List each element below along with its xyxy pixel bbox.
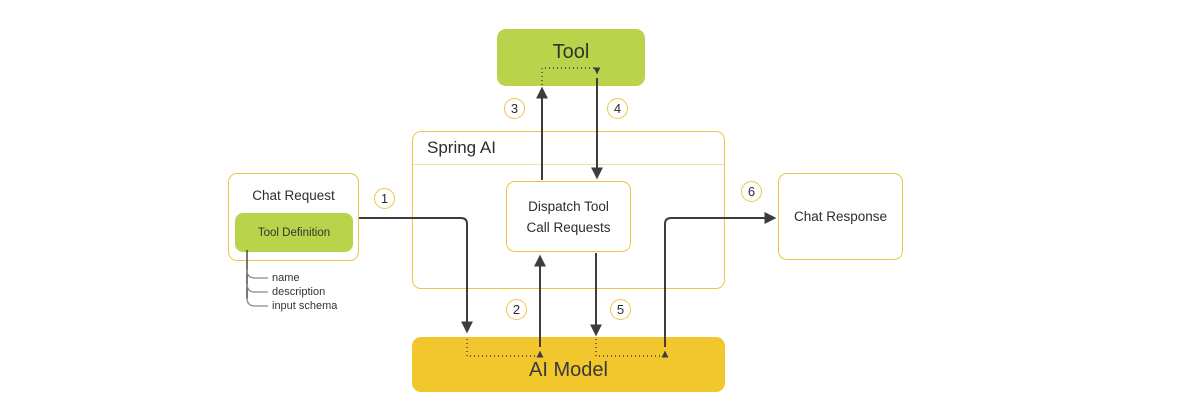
annotation-branch-input-schema	[246, 297, 268, 307]
step-2-number: 2	[512, 302, 521, 317]
field-label-description: description	[272, 286, 326, 298]
dispatch-label-line1: Dispatch Tool	[528, 198, 609, 214]
step-badge-2: 2	[506, 299, 527, 320]
step-1-number: 1	[380, 191, 389, 206]
field-label-input-schema: input schema	[272, 300, 338, 312]
field-label-name: name	[272, 272, 300, 284]
step-badge-1: 1	[374, 188, 395, 209]
step-5-number: 5	[616, 302, 625, 317]
spring-ai-title: Spring AI	[413, 132, 724, 165]
step-3-number: 3	[510, 101, 519, 116]
step-badge-6: 6	[741, 181, 762, 202]
tool-node: Tool	[497, 29, 645, 86]
chat-response-label: Chat Response	[793, 209, 888, 224]
ai-model-node: AI Model	[412, 337, 725, 392]
step-badge-3: 3	[504, 98, 525, 119]
step-6-number: 6	[747, 184, 756, 199]
chat-response-node: Chat Response	[778, 173, 903, 260]
dispatch-label-line2: Call Requests	[526, 219, 611, 235]
annotation-branch-description	[246, 283, 268, 293]
spring-ai-container: Spring AI	[412, 131, 725, 289]
tool-node-label: Tool	[552, 41, 590, 63]
chat-request-label: Chat Request	[252, 188, 335, 203]
step-badge-4: 4	[607, 98, 628, 119]
annotation-branch-name	[246, 269, 268, 279]
chat-request-node: Chat Request Tool Definition	[228, 173, 359, 261]
step-badge-5: 5	[610, 299, 631, 320]
tool-definition-node: Tool Definition	[235, 213, 353, 252]
ai-model-label: AI Model	[529, 359, 608, 381]
dispatch-tool-call-requests-node: Dispatch Tool Call Requests	[506, 181, 631, 252]
tool-definition-label: Tool Definition	[257, 226, 331, 239]
step-4-number: 4	[613, 101, 622, 116]
